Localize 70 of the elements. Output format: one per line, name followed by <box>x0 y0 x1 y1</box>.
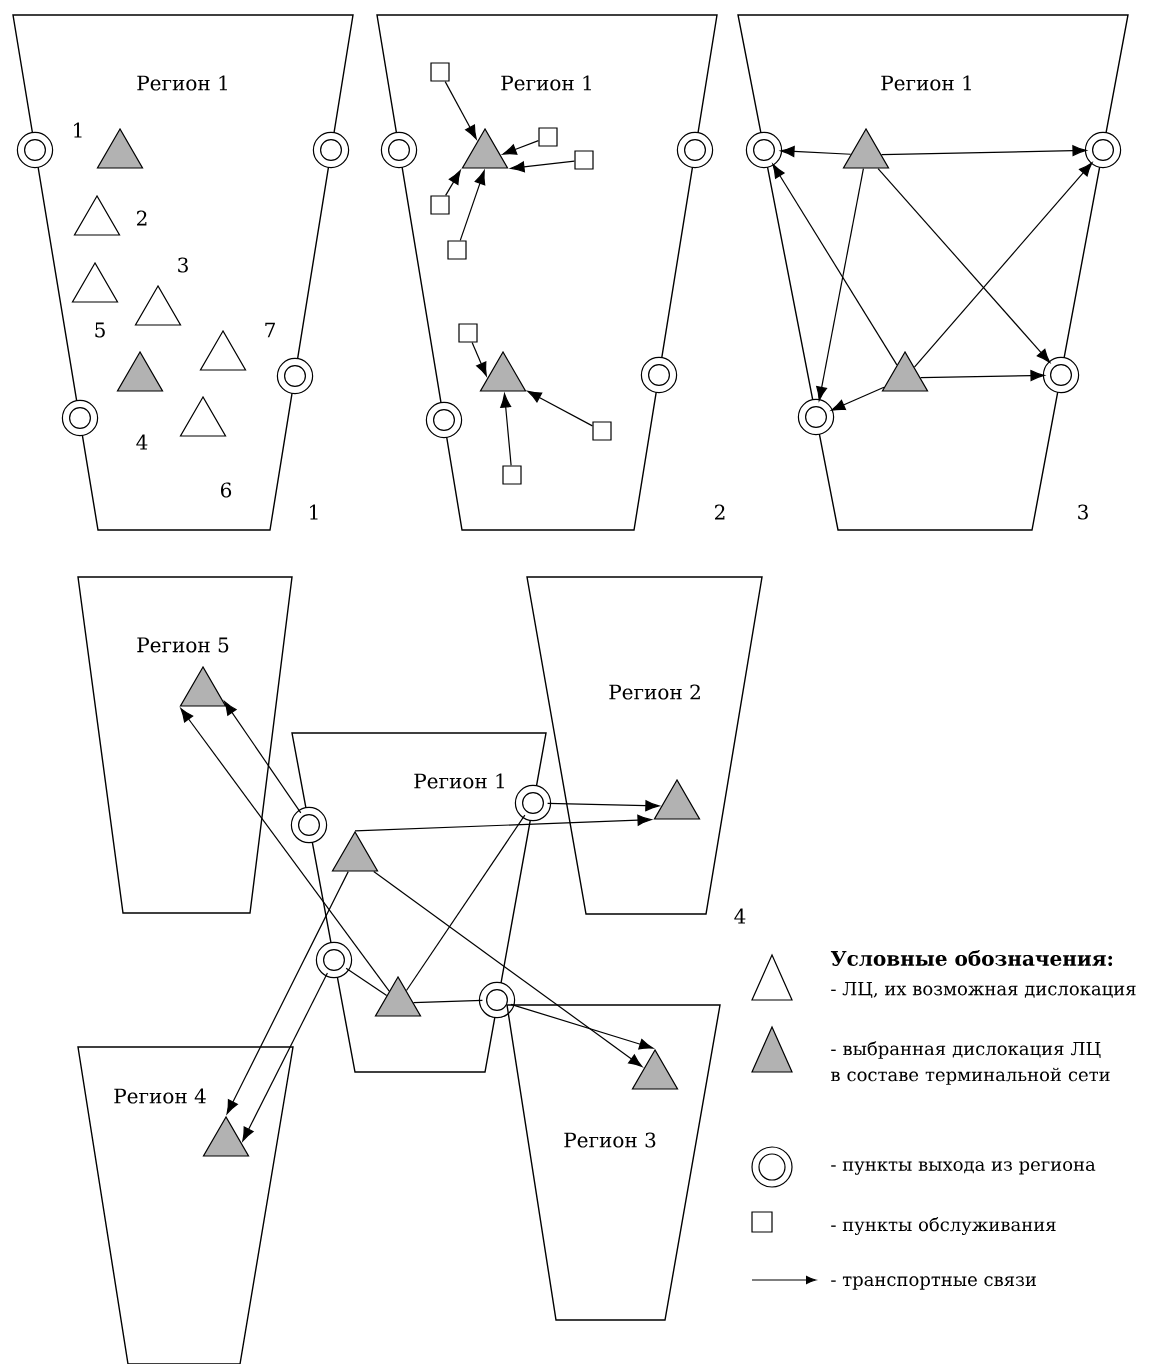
double-circle <box>315 941 353 979</box>
region-trapezoid: Регион 5 <box>77 576 293 914</box>
square <box>447 240 467 260</box>
arrow <box>224 701 302 814</box>
arrow <box>880 145 1087 157</box>
arrow <box>510 1003 654 1050</box>
square <box>430 62 450 82</box>
region-trapezoid: Регион 4 <box>77 1046 294 1364</box>
connector-line <box>405 814 526 992</box>
square <box>430 195 450 215</box>
square <box>592 421 612 441</box>
callout-number: 5 <box>95 322 105 338</box>
double-circle <box>676 131 714 169</box>
arrow <box>242 972 329 1142</box>
panel-number: 1 <box>310 504 318 520</box>
double-circle <box>290 806 328 844</box>
arrow <box>459 170 486 241</box>
double-circle <box>61 399 99 437</box>
double-circle <box>425 401 463 439</box>
connector-line <box>345 967 388 996</box>
double-circle <box>797 398 835 436</box>
double-circle <box>1084 131 1122 169</box>
square <box>538 127 558 147</box>
callout-number: 2 <box>137 210 147 226</box>
panel-number: 2 <box>715 504 725 520</box>
arrow <box>373 871 643 1068</box>
arrow <box>877 168 1051 363</box>
arrow <box>502 140 539 155</box>
legend-text: - пункты обслуживания <box>831 1217 1056 1235</box>
arrow <box>500 393 512 466</box>
double-circle <box>640 356 678 394</box>
arrow <box>919 370 1045 382</box>
arrow <box>226 871 349 1115</box>
square <box>574 150 594 170</box>
square <box>458 323 478 343</box>
callout-number: 4 <box>136 434 148 450</box>
arrow <box>780 145 852 157</box>
connector-line <box>412 999 483 1004</box>
legend-heading: Условные обозначения: <box>830 950 1113 966</box>
region-trapezoid: Регион 3 <box>506 1004 721 1321</box>
arrow <box>816 168 864 401</box>
arrow <box>831 386 885 411</box>
arrow <box>772 163 898 366</box>
arrow <box>510 160 575 173</box>
double-circle <box>1042 356 1080 394</box>
arrow <box>354 814 652 832</box>
arrow <box>527 390 593 427</box>
arrow <box>445 170 461 196</box>
double-circle <box>276 357 314 395</box>
legend-text: - транспортные связи <box>831 1276 1036 1290</box>
arrow <box>444 81 477 140</box>
double-circle <box>514 784 552 822</box>
double-circle <box>380 131 418 169</box>
legend-text: - пункты выхода из региона <box>831 1161 1096 1175</box>
callout-number: 6 <box>221 482 232 498</box>
callout-number: 1 <box>74 122 82 138</box>
arrow <box>471 342 487 377</box>
double-circle <box>312 131 350 169</box>
double-circle <box>478 981 516 1019</box>
legend-text: - выбранная дислокация ЛЦ в составе терминальной сети <box>831 1041 1110 1085</box>
legend-text: - ЛЦ, их возможная дислокация <box>831 982 1136 998</box>
callout-number: 7 <box>265 322 275 338</box>
double-circle <box>16 131 54 169</box>
arrow <box>180 708 390 992</box>
square <box>502 465 522 485</box>
double-circle <box>745 131 783 169</box>
arrow <box>913 162 1093 368</box>
panel-number: 3 <box>1078 504 1088 520</box>
callout-number: 3 <box>178 257 188 273</box>
arrow <box>547 800 660 812</box>
